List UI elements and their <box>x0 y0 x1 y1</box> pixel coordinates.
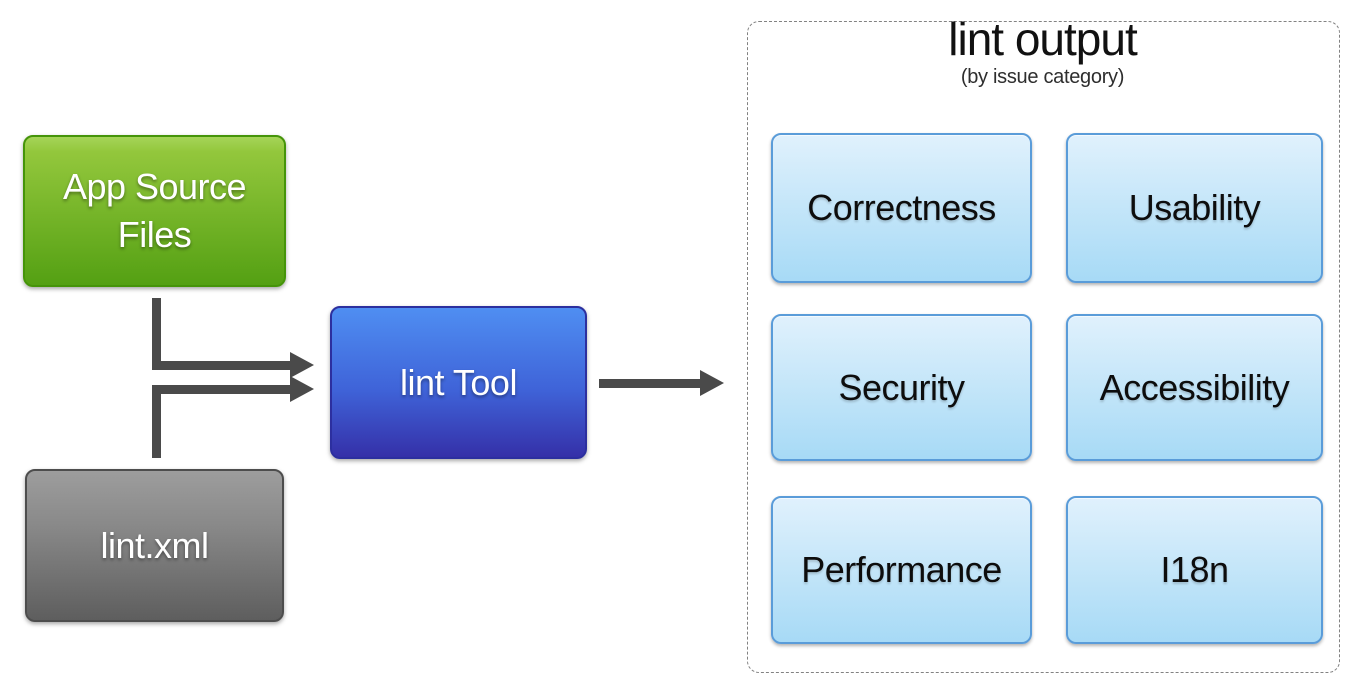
category-i18n-label: I18n <box>1160 549 1229 590</box>
lint-xml-node: lint.xml <box>25 469 284 622</box>
lint-tool-node: lint Tool <box>330 306 587 459</box>
arrow-lint-tool-to-output <box>599 379 700 388</box>
arrow-app-source-to-lint-tool-horizontal <box>152 361 290 370</box>
arrow-lint-xml-to-lint-tool-vertical <box>152 385 161 458</box>
category-security: Security <box>771 314 1032 461</box>
category-correctness-label: Correctness <box>807 187 996 228</box>
category-performance-label: Performance <box>801 549 1002 590</box>
arrow-app-source-to-lint-tool-vertical <box>152 298 161 370</box>
app-source-files-label: App Source Files <box>62 166 247 255</box>
arrowhead-lint-tool-to-output-icon <box>700 370 724 396</box>
lint-tool-label: lint Tool <box>400 361 517 403</box>
lint-output-title: lint output <box>948 13 1137 65</box>
category-security-label: Security <box>838 366 965 408</box>
arrowhead-app-source-to-lint-tool-icon <box>290 352 314 378</box>
category-performance: Performance <box>771 496 1032 644</box>
category-correctness: Correctness <box>771 133 1032 283</box>
category-accessibility: Accessibility <box>1066 314 1323 461</box>
arrowhead-lint-xml-to-lint-tool-icon <box>290 376 314 402</box>
category-usability: Usability <box>1066 133 1323 283</box>
app-source-files-node: App Source Files <box>23 135 286 287</box>
arrow-lint-xml-to-lint-tool-horizontal <box>152 385 290 394</box>
category-i18n: I18n <box>1066 496 1323 644</box>
category-usability-label: Usability <box>1128 187 1261 228</box>
lint-xml-label: lint.xml <box>100 524 209 566</box>
lint-output-subtitle: (by issue category) <box>960 66 1125 88</box>
category-accessibility-label: Accessibility <box>1099 366 1290 408</box>
